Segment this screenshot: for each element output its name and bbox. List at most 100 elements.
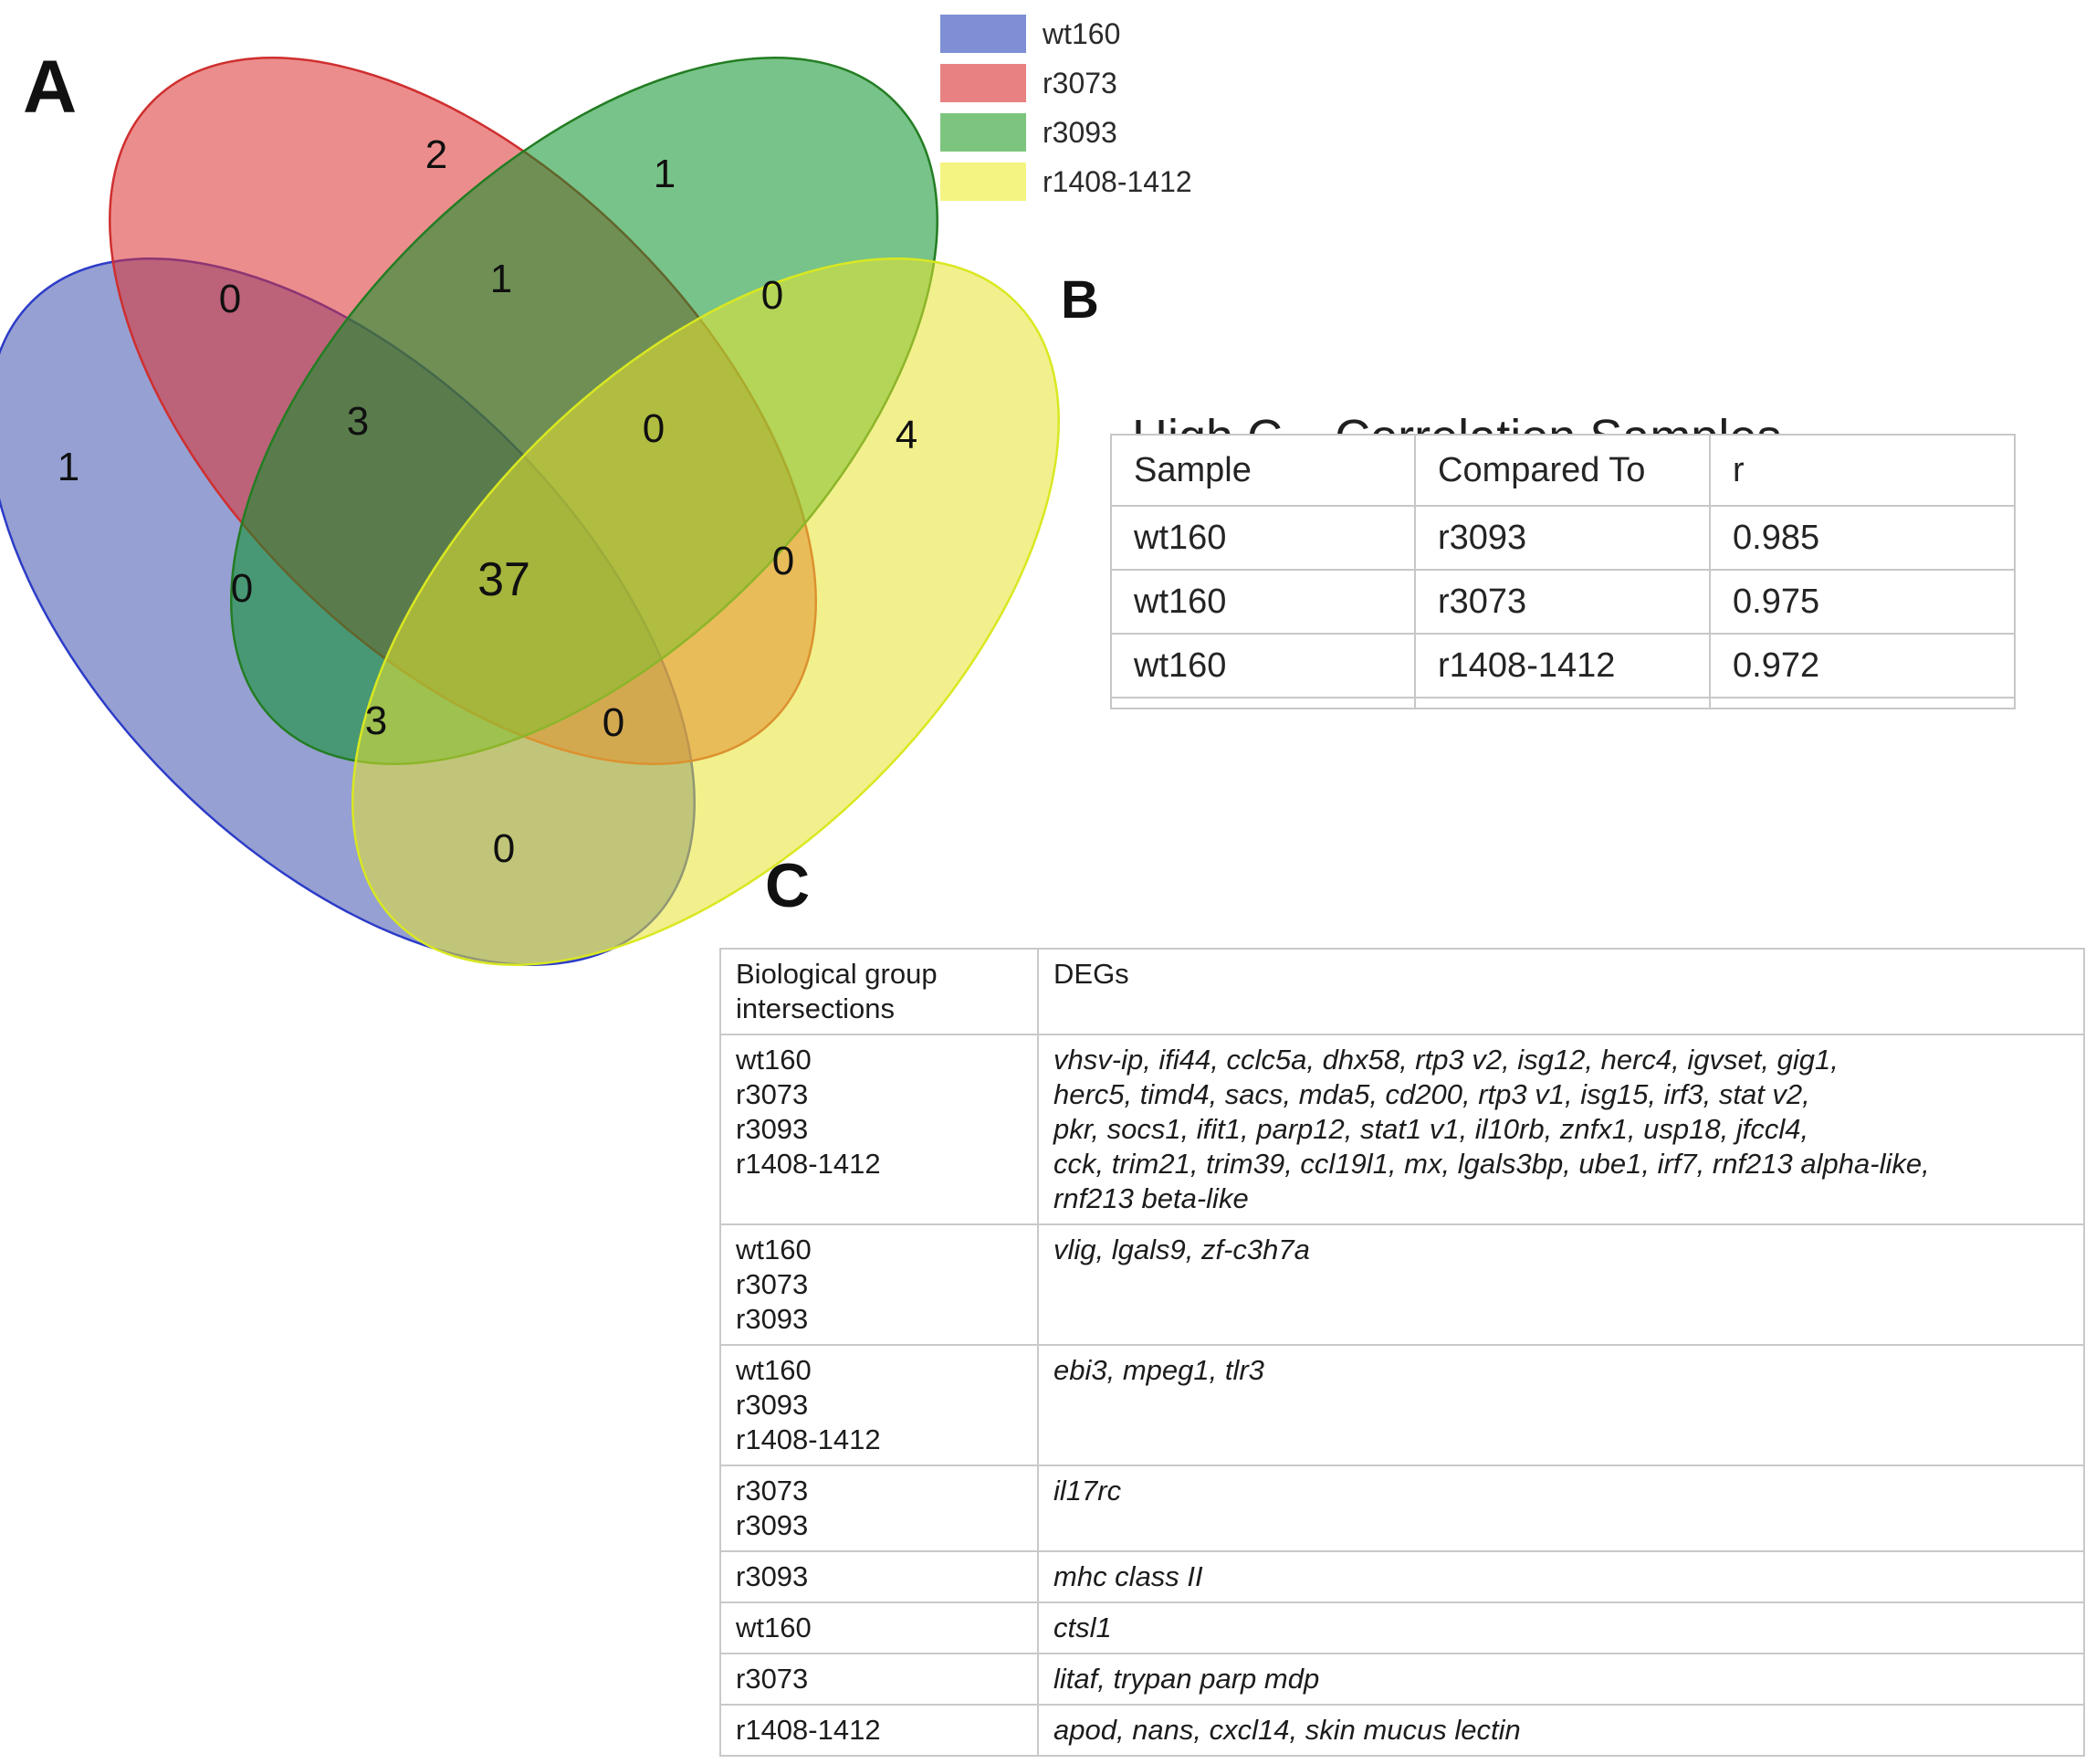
venn-count-r3073-r3093: 1 <box>489 257 513 301</box>
venn-count-wt160-r3073: 0 <box>218 277 242 321</box>
deg-list-cell: vlig, lgals9, zf-c3h7a <box>1037 1223 2085 1346</box>
deg-list-line: herc5, timd4, sacs, mda5, cd200, rtp3 v1… <box>1053 1078 1810 1110</box>
legend-swatch-wt160 <box>940 15 1026 53</box>
venn-ellipses <box>0 57 1060 966</box>
deg-group-line: r1408-1412 <box>736 1714 881 1746</box>
deg-header-line: Biological group <box>736 958 938 990</box>
legend-item-r3073: r3073 <box>940 64 1192 102</box>
deg-list-line: pkr, socs1, ifit1, parp12, stat1 v1, il1… <box>1053 1113 1809 1145</box>
deg-group-line: wt160 <box>736 1044 812 1076</box>
legend-swatch-r3093 <box>940 113 1026 152</box>
panel-a-label: A <box>23 46 78 129</box>
deg-group-line: r1408-1412 <box>736 1423 881 1455</box>
venn-count-r3073-r1408-1412: 0 <box>771 539 795 583</box>
crt-header-cell: r <box>1709 434 2016 507</box>
crt-table-cell: r3073 <box>1414 569 1711 635</box>
deg-list-line: litaf, trypan parp mdp <box>1053 1663 1320 1695</box>
venn-count-r3093: 1 <box>653 152 676 196</box>
crt-header-cell: Compared To <box>1414 434 1711 507</box>
crt-table-cell: 0.975 <box>1709 569 2016 635</box>
deg-group-line: wt160 <box>736 1354 812 1386</box>
panel-c-label: C <box>765 851 811 920</box>
deg-list-cell: il17rc <box>1037 1465 2085 1552</box>
deg-table-row: r3093 mhc class II <box>719 1550 2085 1603</box>
deg-group-line: r3093 <box>736 1389 809 1421</box>
venn-count-r3073: 2 <box>424 132 448 177</box>
deg-group-line: r3073 <box>736 1268 809 1300</box>
venn-count-wt160: 1 <box>57 445 80 489</box>
deg-list-line: il17rc <box>1053 1475 1122 1507</box>
deg-list-line: vlig, lgals9, zf-c3h7a <box>1053 1234 1310 1265</box>
crt-table-spacer-row <box>1110 697 2016 709</box>
panel-b-label: B <box>1061 270 1099 330</box>
deg-group-line: r1408-1412 <box>736 1148 881 1180</box>
crt-table-cell: r3093 <box>1414 505 1711 571</box>
deg-group-line: r3093 <box>736 1560 809 1592</box>
deg-group-line: wt160 <box>736 1612 812 1643</box>
venn-ellipse-r1408-1412 <box>351 257 1060 966</box>
deg-groups-cell: r1408-1412 <box>719 1704 1039 1757</box>
deg-list-cell: litaf, trypan parp mdp <box>1037 1653 2085 1706</box>
legend-item-r1408-1412: r1408-1412 <box>940 163 1192 201</box>
crt-table-cell: wt160 <box>1110 505 1416 571</box>
deg-list-line: ctsl1 <box>1053 1612 1112 1643</box>
deg-list-line: rnf213 beta-like <box>1053 1182 1249 1214</box>
legend-swatch-r3073 <box>940 64 1026 102</box>
deg-group-line: r3073 <box>736 1663 809 1695</box>
deg-list-line: mhc class II <box>1053 1560 1203 1592</box>
venn-count-r3093-r1408-1412: 0 <box>760 273 784 318</box>
deg-list-line: apod, nans, cxcl14, skin mucus lectin <box>1053 1714 1521 1746</box>
legend-item-r3093: r3093 <box>940 113 1192 152</box>
crt-table-cell: r1408-1412 <box>1414 633 1711 698</box>
venn-count-wt160-r3093: 0 <box>230 566 254 611</box>
legend-swatch-r1408-1412 <box>940 163 1026 201</box>
deg-list-cell: apod, nans, cxcl14, skin mucus lectin <box>1037 1704 2085 1757</box>
legend-label: r3073 <box>1043 66 1117 100</box>
deg-group-line: r3073 <box>736 1078 809 1110</box>
legend-label: r1408-1412 <box>1043 164 1192 198</box>
crt-table-cell: wt160 <box>1110 633 1416 698</box>
crt-table-cell: 0.972 <box>1709 633 2016 698</box>
deg-header-line: intersections <box>736 992 896 1024</box>
venn-count-wt160-r3073-r3093: 3 <box>346 399 370 444</box>
deg-table-row: wt160 ctsl1 <box>719 1601 2085 1654</box>
venn-count-wt160-r3093-r1408-1412: 3 <box>364 698 388 743</box>
venn-count-r3073-r3093-r1408-1412: 0 <box>642 406 665 451</box>
deg-group-line: r3093 <box>736 1303 809 1335</box>
crt-header-cell: Sample <box>1110 434 1416 507</box>
deg-list-line: vhsv-ip, ifi44, cclc5a, dhx58, rtp3 v2, … <box>1053 1044 1839 1076</box>
crt-table-cell: wt160 <box>1110 569 1416 635</box>
deg-group-line: r3073 <box>736 1475 809 1507</box>
deg-list-line: cck, trim21, trim39, ccl19l1, mx, lgals3… <box>1053 1148 1930 1180</box>
deg-list-cell: ctsl1 <box>1037 1601 2085 1654</box>
deg-list-cell: mhc class II <box>1037 1550 2085 1603</box>
venn-count-wt160-r3073-r1408-1412: 0 <box>602 700 625 745</box>
deg-list-line: ebi3, mpeg1, tlr3 <box>1053 1354 1264 1386</box>
venn-count-wt160-r3073-r3093-r1408-1412: 37 <box>477 553 530 606</box>
deg-table-row: r3073 litaf, trypan parp mdp <box>719 1653 2085 1706</box>
venn-count-r1408-1412: 4 <box>895 413 918 457</box>
deg-table-header-degs: DEGs <box>1037 948 2085 1035</box>
deg-list-cell: ebi3, mpeg1, tlr3 <box>1037 1344 2085 1466</box>
deg-groups-cell: r3073 <box>719 1653 1039 1706</box>
deg-group-line: r3093 <box>736 1113 809 1145</box>
